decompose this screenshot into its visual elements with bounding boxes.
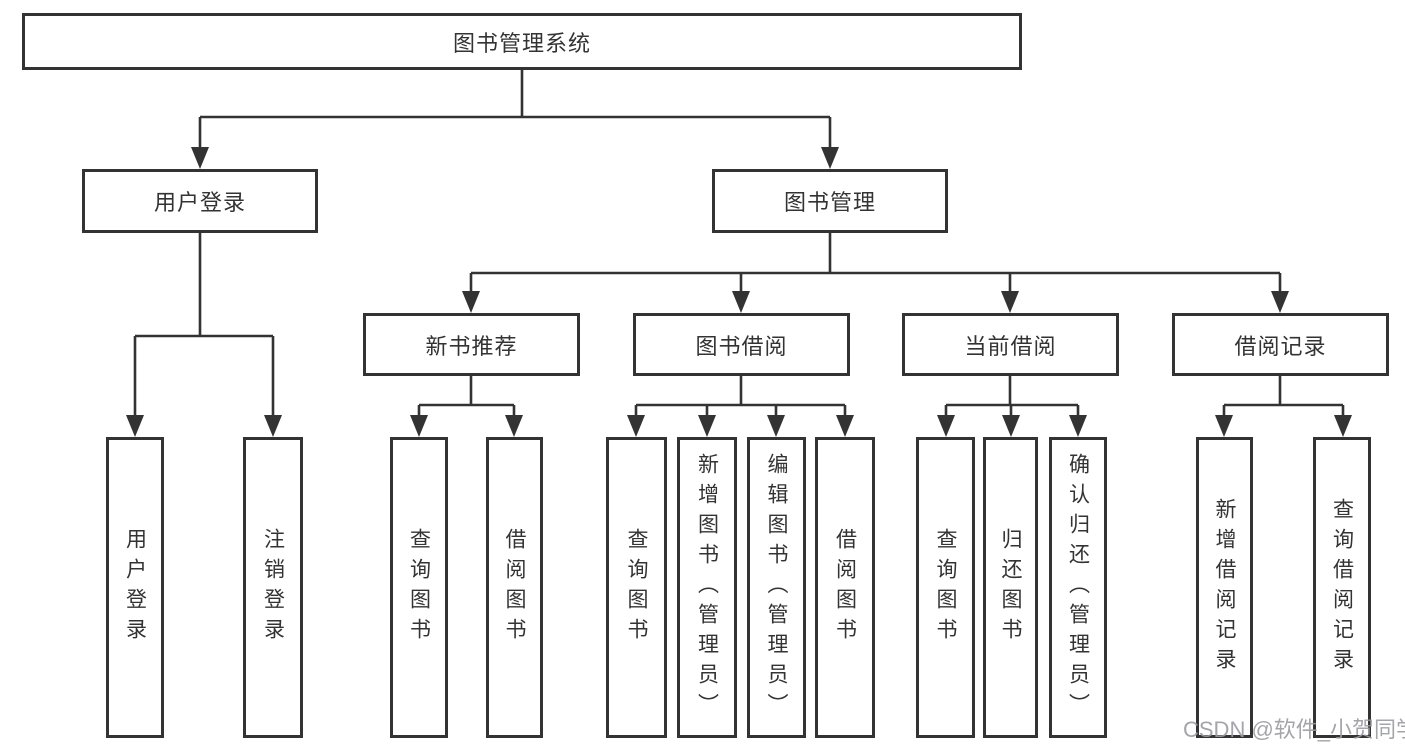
node-label: 查询图书 <box>407 527 431 648</box>
arrowheads <box>126 147 1352 437</box>
node-label: 借阅图书 <box>503 527 526 648</box>
node-recommend-query-books: 查询图书 <box>390 437 448 738</box>
node-current-return-books: 归还图书 <box>983 437 1038 738</box>
node-current-query-books: 查询图书 <box>916 437 975 738</box>
node-current-confirm-return-admin: 确认归还（管理员） <box>1049 437 1107 738</box>
node-new-book-recommend: 新书推荐 <box>363 313 580 376</box>
node-label: 图书借阅 <box>695 333 788 359</box>
connector-borrow-to-leaves <box>634 376 847 417</box>
node-label: 查询借阅记录 <box>1330 497 1354 678</box>
node-book-management: 图书管理 <box>712 169 948 233</box>
node-borrow-edit-books-admin: 编辑图书（管理员） <box>747 437 806 738</box>
node-label: 用户登录 <box>123 527 147 648</box>
csdn-watermark: CSDN @软件_小贺同学 <box>1183 717 1405 742</box>
node-label: 当前借阅 <box>964 333 1057 359</box>
node-current-borrow: 当前借阅 <box>902 313 1119 376</box>
node-user-login: 用户登录 <box>82 169 318 233</box>
node-label: 新增借阅记录 <box>1213 497 1236 678</box>
node-label: 确认归还（管理员） <box>1066 452 1090 723</box>
node-label: 图书管理系统 <box>452 30 591 56</box>
node-label: 图书管理 <box>783 190 876 215</box>
connector-recommend-to-leaves <box>417 376 516 417</box>
node-borrow-query-books: 查询图书 <box>606 437 667 738</box>
node-label: 查询图书 <box>625 527 648 648</box>
node-label: 新增图书（管理员） <box>695 452 719 723</box>
node-label: 编辑图书（管理员） <box>765 452 788 723</box>
node-label: 新书推荐 <box>425 333 518 359</box>
node-book-borrow: 图书借阅 <box>633 313 850 376</box>
connector-book-management-to-level3 <box>469 233 1282 293</box>
connector-current-to-leaves <box>944 376 1080 417</box>
node-borrow-borrow-books: 借阅图书 <box>815 437 875 738</box>
node-recommend-borrow-books: 借阅图书 <box>486 437 543 738</box>
node-logout-leaf: 注销登录 <box>243 437 303 738</box>
node-records-add-record: 新增借阅记录 <box>1196 437 1253 738</box>
connector-user-login-to-leaves <box>133 233 275 417</box>
node-label: 借阅图书 <box>833 527 857 648</box>
node-label: 归还图书 <box>999 527 1022 648</box>
node-records-query-record: 查询借阅记录 <box>1313 437 1371 738</box>
connector-root-to-level2 <box>198 69 832 149</box>
node-label: 查询图书 <box>934 527 957 648</box>
node-borrow-add-books-admin: 新增图书（管理员） <box>677 437 737 738</box>
node-label: 借阅记录 <box>1234 333 1327 359</box>
node-label: 注销登录 <box>261 527 285 648</box>
node-user-login-leaf: 用户登录 <box>106 437 164 738</box>
node-borrow-records: 借阅记录 <box>1172 313 1389 376</box>
node-label: 用户登录 <box>153 190 246 215</box>
node-library-management-system: 图书管理系统 <box>22 13 1022 70</box>
connector-records-to-leaves <box>1222 376 1345 417</box>
